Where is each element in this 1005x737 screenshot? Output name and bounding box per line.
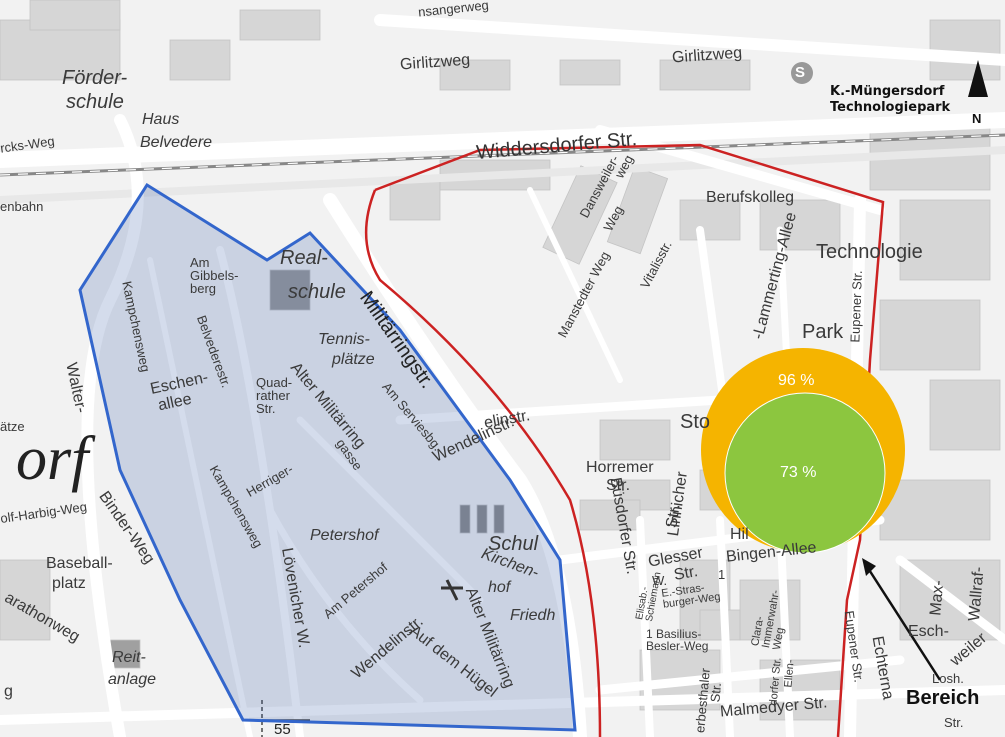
label-eupener-1: Eupener Str. (847, 270, 865, 343)
station-symbol: S (795, 64, 806, 81)
label-real: Real- (280, 247, 328, 269)
rail-line (0, 133, 1005, 177)
label-schule2: schule (288, 281, 346, 303)
scale-marker-label: 55 (274, 721, 291, 737)
building-layer (0, 0, 1001, 721)
label-friedh: Friedh (510, 607, 556, 624)
label-str-b: Str. (944, 715, 964, 730)
label-reit: Reit- (112, 649, 146, 666)
stat-inner-label: 73 % (780, 464, 817, 481)
label-schule: schule (66, 91, 124, 113)
label-anlage: anlage (108, 671, 157, 688)
label-w: W. (652, 573, 668, 588)
label-horremer-str: Str. (606, 477, 631, 494)
label-baseball: Baseball- (46, 555, 113, 572)
label-str-a: Str. (707, 682, 725, 703)
label-horremer: Horremer (586, 459, 654, 476)
label-hil: Hil (730, 526, 749, 543)
label-tennis: Tennis- (318, 331, 370, 348)
label-max: Max- (927, 579, 948, 617)
label-haus: Haus (142, 111, 180, 128)
label-park: Park (802, 321, 844, 343)
bereich-label: Bereich (906, 687, 980, 709)
pointer-arrow (862, 558, 942, 681)
study-area-polygon[interactable] (78, 182, 577, 732)
label-sto: Sto (680, 411, 711, 433)
district-boundary-line[interactable] (364, 143, 885, 737)
stat-bubble-inner[interactable] (724, 392, 886, 554)
label-belvedere: Belvedere (140, 134, 213, 151)
label-linnicher-str: Str. (663, 502, 684, 530)
station-name-line1: K.-Müngersdorf (830, 84, 945, 99)
label-am-gibbelsberg: Am Gibbels- berg (190, 255, 239, 296)
stat-outer-label: 96 % (778, 372, 815, 389)
station-name-line2: Technologiepark (830, 100, 951, 115)
label-berufskolleg: Berufskolleg (706, 189, 795, 206)
label-plaetze2: ätze (0, 419, 25, 434)
label-enbahn: enbahn (0, 199, 44, 214)
district-name-fragment: orf (16, 425, 89, 493)
label-esch: Esch- (908, 623, 949, 640)
label-g: g (4, 683, 13, 700)
label-plaetze: plätze (332, 351, 375, 368)
label-hof: hof (488, 579, 511, 596)
label-one: 1 (718, 567, 726, 582)
label-technologie: Technologie (816, 241, 923, 263)
label-quadrather: Quad- rather Str. (256, 375, 293, 416)
label-foerder: Förder- (62, 67, 128, 89)
label-losh: Losh. (932, 671, 964, 686)
north-arrow-icon (968, 60, 988, 97)
label-schule3: Schul (488, 533, 539, 555)
station-icon (791, 62, 813, 84)
label-platz: platz (52, 575, 86, 592)
label-petershof: Petershof (310, 527, 379, 544)
label-basilius: 1 Basilius- Besler-Weg (646, 627, 709, 653)
church-icon (441, 579, 463, 601)
north-label: N (972, 111, 982, 126)
